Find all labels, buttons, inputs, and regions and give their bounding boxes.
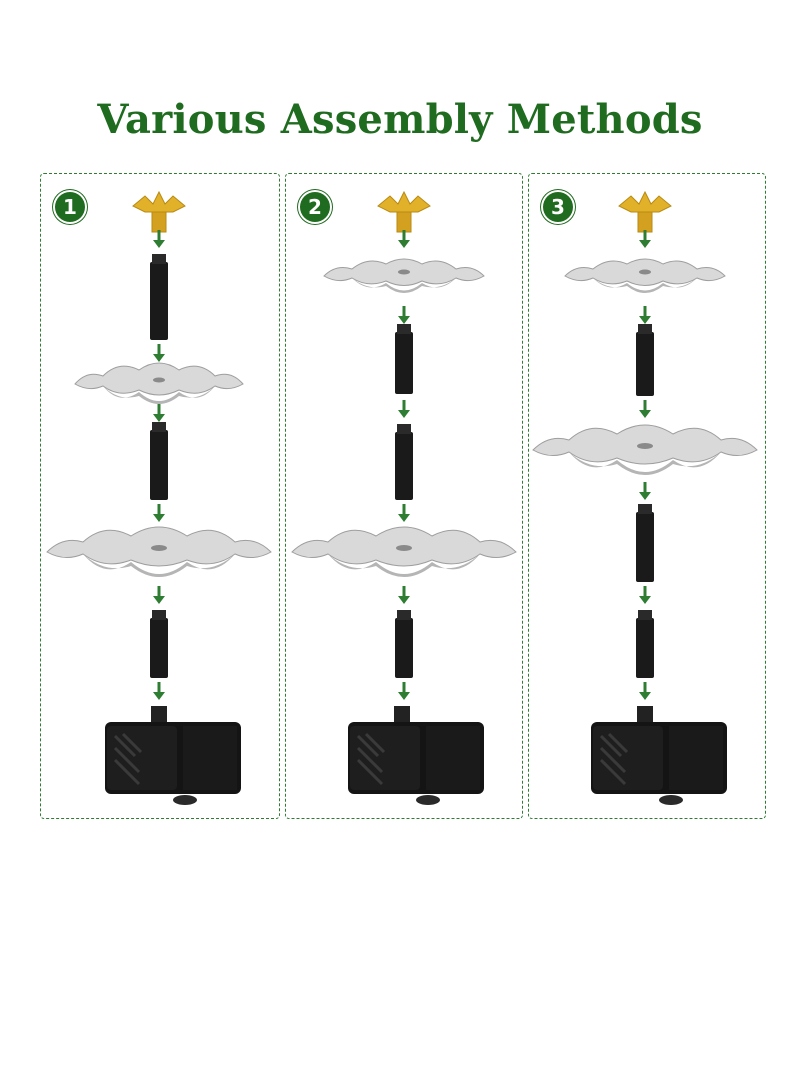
tube-icon: [636, 324, 654, 396]
assembly-panel-3: 3: [528, 173, 766, 819]
arrow-down-icon: [639, 400, 651, 418]
step-badge-2: 2: [298, 190, 332, 224]
arrow-down-icon: [153, 682, 165, 700]
tube-icon: [150, 254, 168, 340]
assembly-illustration-2: [291, 190, 517, 805]
pump-icon: [105, 706, 241, 805]
arrow-down-icon: [398, 504, 410, 522]
dish-large-icon: [291, 526, 517, 577]
arrow-down-icon: [639, 230, 651, 248]
arrow-down-icon: [153, 344, 165, 362]
dish-large-icon: [46, 526, 272, 577]
arrow-down-icon: [398, 682, 410, 700]
assembly-panel-1: 1: [40, 173, 280, 819]
arrow-down-icon: [398, 586, 410, 604]
tube-icon: [395, 610, 413, 678]
arrow-down-icon: [153, 404, 165, 422]
assembly-illustration-3: [532, 190, 758, 805]
arrow-down-icon: [153, 586, 165, 604]
arrow-down-icon: [398, 306, 410, 324]
dish-large-icon: [532, 424, 758, 475]
step-badge-1: 1: [53, 190, 87, 224]
tube-icon: [395, 324, 413, 394]
dish-small-icon: [323, 258, 485, 293]
tube-icon: [150, 422, 168, 500]
arrow-down-icon: [639, 682, 651, 700]
arrow-down-icon: [153, 230, 165, 248]
assembly-illustration-1: [46, 190, 272, 805]
nozzle-icon: [377, 190, 431, 233]
pump-icon: [591, 706, 727, 805]
arrow-down-icon: [639, 586, 651, 604]
tube-icon: [636, 610, 654, 678]
assembly-panel-2: 2: [285, 173, 523, 819]
arrow-down-icon: [398, 400, 410, 418]
tube-icon: [395, 424, 413, 500]
arrow-down-icon: [639, 482, 651, 500]
tube-icon: [150, 610, 168, 678]
page-title: Various Assembly Methods: [97, 96, 703, 143]
nozzle-icon: [132, 190, 186, 233]
pump-icon: [348, 706, 484, 805]
dish-medium-icon: [74, 362, 244, 404]
dish-small-icon: [564, 258, 726, 293]
arrow-down-icon: [398, 230, 410, 248]
arrow-down-icon: [153, 504, 165, 522]
tube-icon: [636, 504, 654, 582]
arrow-down-icon: [639, 306, 651, 324]
nozzle-icon: [618, 190, 672, 233]
step-badge-3: 3: [541, 190, 575, 224]
